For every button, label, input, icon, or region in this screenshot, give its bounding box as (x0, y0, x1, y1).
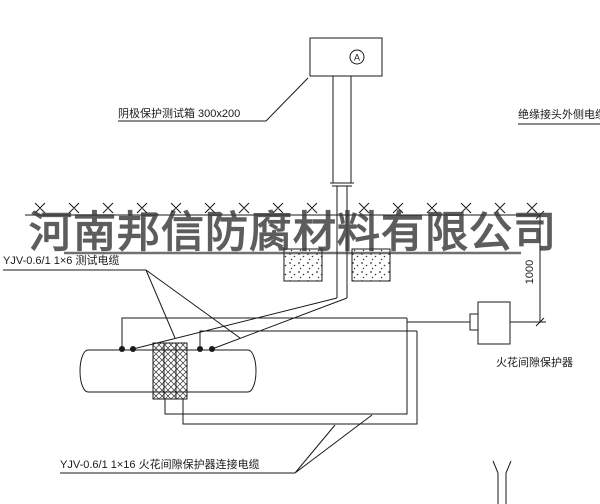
ground-hatch (34, 202, 538, 214)
label-spark-gap-cable-leader (60, 414, 373, 474)
spark-gap-protector (469, 301, 511, 345)
spark-cable-loop-1 (164, 318, 408, 415)
insulating-joint (152, 342, 188, 400)
dimension-value: 1000 (524, 260, 536, 284)
label-spark-gap-cable: YJV-0.6/1 1×16 火花间隙保护器连接电缆 (60, 414, 373, 474)
watermark-text: 河南邦信防腐材料有限公司 (29, 209, 557, 257)
conduit-coupling (330, 182, 354, 187)
label-spark-gap-protector: 火花间隙保护器 (496, 355, 573, 369)
concrete-block-left (283, 248, 323, 282)
spark-cable-loop-2 (182, 331, 418, 425)
cable-lines (121, 297, 546, 425)
watermark: 河南邦信防腐材料有限公司 (29, 209, 557, 257)
label-test-cable-leader (3, 269, 241, 339)
pipe-end-right (247, 349, 257, 393)
conduit (330, 76, 354, 298)
spark-cable-upper-1 (121, 317, 407, 349)
label-spark-gap-cable-text: YJV-0.6/1 1×16 火花间隙保护器连接电缆 (60, 457, 260, 471)
label-insulation-cable: 绝缘接头外侧电缆 (518, 107, 600, 125)
concrete-block-right (351, 248, 391, 282)
spark-cable-upper-2 (199, 330, 417, 349)
label-test-box-leader (118, 77, 309, 122)
label-test-box-text: 阴极保护测试箱 300x200 (118, 106, 240, 120)
dimension-line: 1000 (524, 210, 545, 327)
label-test-cable: YJV-0.6/1 1×6 测试电缆 (3, 254, 241, 339)
dimension-ticks (535, 210, 545, 327)
pipe-riser-symbol (492, 460, 512, 504)
ammeter-letter: A (354, 53, 360, 63)
label-test-box: 阴极保护测试箱 300x200 (118, 77, 309, 122)
label-test-cable-text: YJV-0.6/1 1×6 测试电缆 (3, 254, 119, 267)
test-cable-left (132, 297, 338, 350)
test-cable-right (211, 297, 348, 350)
test-box: A (309, 37, 383, 77)
ammeter-symbol: A (349, 49, 365, 65)
label-insulation-cable-text: 绝缘接头外侧电缆 (518, 107, 600, 121)
pipe-end-left (79, 349, 89, 393)
